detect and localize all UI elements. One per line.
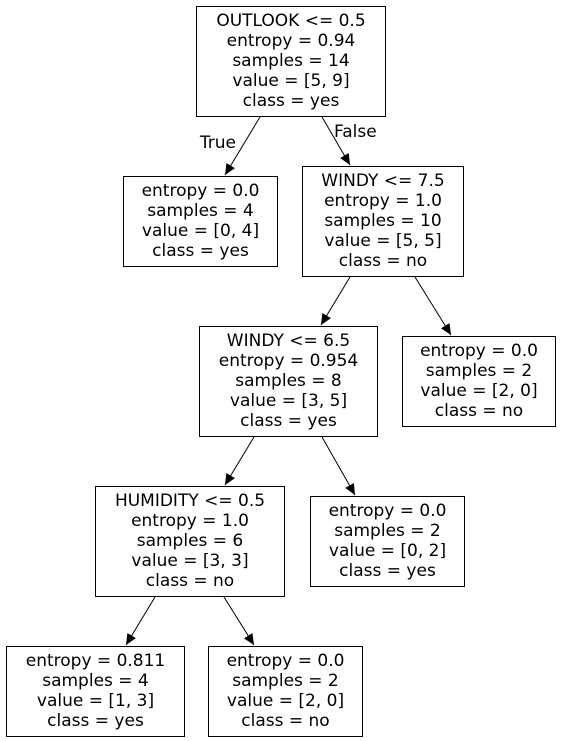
edges-layer: True False [125, 116, 452, 646]
node-stat-line: class = no [241, 711, 329, 731]
node-stat-line: value = [0, 4] [142, 221, 259, 241]
node-stat-line: samples = 2 [232, 671, 339, 691]
node-stat-line: value = [2, 0] [227, 691, 344, 711]
node-stat-line: class = yes [339, 561, 436, 581]
node-box [402, 336, 556, 427]
node-stat-line: entropy = 0.0 [420, 341, 538, 361]
tree-edge-n3-n5 [224, 436, 255, 486]
node-stat-line: samples = 10 [324, 211, 441, 231]
node-stat-line: class = yes [152, 241, 249, 261]
node-split-rule: WINDY <= 7.5 [321, 171, 444, 191]
node-stat-line: value = [3, 3] [131, 551, 248, 571]
edge-label-true: True [199, 133, 236, 153]
node-stat-line: value = [0, 2] [329, 541, 446, 561]
tree-edge-n0-n2 [321, 116, 351, 166]
node-stat-line: entropy = 0.0 [227, 651, 345, 671]
node-stat-line: entropy = 1.0 [324, 191, 442, 211]
node-stat-line: class = yes [47, 711, 144, 731]
node-stat-line: entropy = 1.0 [131, 511, 249, 531]
node-stat-line: samples = 4 [147, 201, 254, 221]
node-stat-line: value = [1, 3] [37, 691, 154, 711]
node-box [302, 166, 464, 277]
tree-edge-n3-n6 [321, 436, 356, 496]
node-stat-line: samples = 14 [232, 51, 349, 71]
node-box [199, 326, 378, 437]
node-split-rule: HUMIDITY <= 0.5 [115, 491, 265, 511]
node-stat-line: class = no [435, 401, 523, 421]
node-stat-line: value = [5, 9] [232, 71, 349, 91]
node-box [196, 6, 386, 117]
node-stat-line: entropy = 0.94 [227, 31, 356, 51]
node-stat-line: entropy = 0.0 [142, 181, 260, 201]
node-box [208, 646, 363, 737]
node-stat-line: entropy = 0.811 [26, 651, 166, 671]
tree-edge-n0-n1 [224, 116, 261, 176]
node-stat-line: entropy = 0.0 [329, 501, 447, 521]
node-split-rule: WINDY <= 6.5 [227, 331, 350, 351]
node-box [6, 646, 185, 737]
node-stat-line: value = [3, 5] [230, 391, 347, 411]
node-stat-line: class = yes [243, 91, 340, 111]
tree-edge-n5-n8 [223, 596, 255, 646]
edge-label-false: False [334, 122, 377, 142]
tree-edge-n2-n3 [320, 276, 351, 326]
node-stat-line: entropy = 0.954 [219, 351, 359, 371]
node-box [95, 486, 285, 597]
tree-edge-n5-n7 [125, 596, 156, 646]
node-split-rule: OUTLOOK <= 0.5 [216, 11, 365, 31]
node-stat-line: samples = 2 [426, 361, 533, 381]
node-stat-line: class = yes [240, 411, 337, 431]
node-stat-line: samples = 6 [137, 531, 244, 551]
node-stat-line: samples = 2 [334, 521, 441, 541]
node-box [310, 496, 465, 587]
node-stat-line: class = no [339, 251, 427, 271]
node-stat-line: value = [5, 5] [324, 231, 441, 251]
node-stat-line: class = no [146, 571, 234, 591]
node-stat-line: samples = 8 [235, 371, 342, 391]
node-box [123, 176, 278, 267]
node-stat-line: samples = 4 [42, 671, 149, 691]
tree-edge-n2-n4 [414, 276, 452, 336]
node-stat-line: value = [2, 0] [420, 381, 537, 401]
